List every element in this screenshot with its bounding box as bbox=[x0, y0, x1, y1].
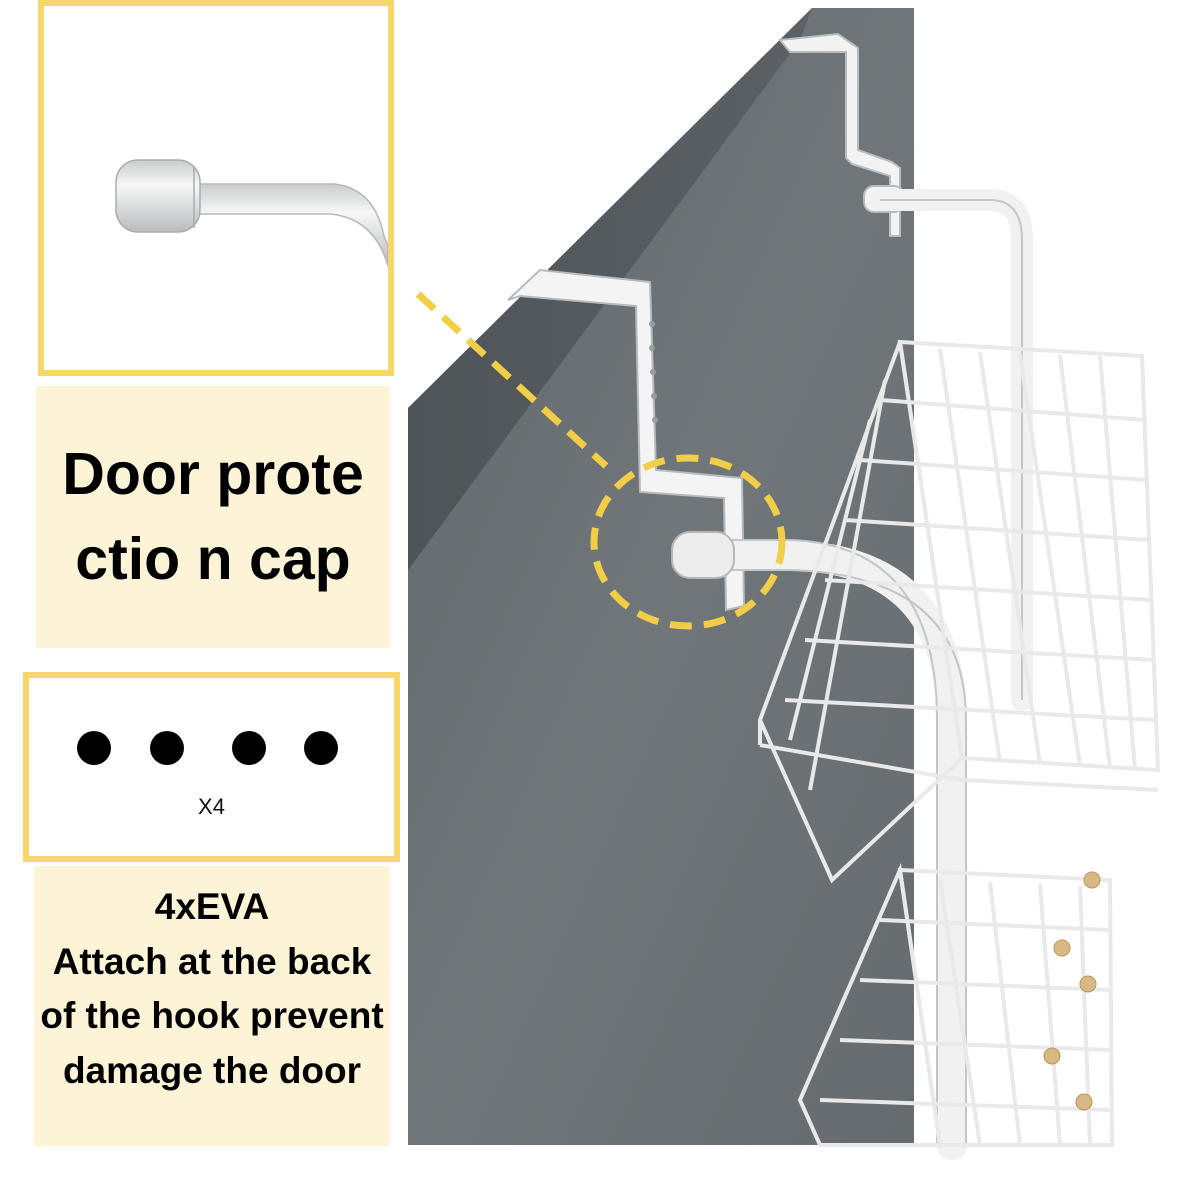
hook-knobs bbox=[1043, 871, 1101, 1111]
cap-closeup-image bbox=[115, 159, 388, 267]
lower-basket bbox=[797, 862, 1115, 1147]
eva-description-panel: 4xEVA Attach at the back of the hook pre… bbox=[34, 866, 390, 1146]
cap-title: Door protectio n cap bbox=[62, 441, 364, 592]
front-hook bbox=[507, 268, 746, 612]
wire-baskets bbox=[757, 339, 1161, 1147]
door bbox=[408, 8, 914, 1145]
eva-pads-panel: X4 bbox=[23, 672, 400, 862]
black-dot-icon bbox=[232, 731, 266, 765]
eva-body: Attach at the back of the hook prevent d… bbox=[40, 940, 384, 1091]
black-dot-icon bbox=[150, 731, 184, 765]
black-dot-icon bbox=[304, 731, 338, 765]
eva-quantity: X4 bbox=[198, 794, 225, 819]
cap-end bbox=[115, 159, 201, 233]
cap-label-panel: Door protectio n cap bbox=[36, 386, 390, 648]
black-dot-icon bbox=[77, 731, 111, 765]
eva-heading: 4xEVA bbox=[154, 886, 270, 927]
protection-cap bbox=[671, 531, 735, 579]
callout-marker bbox=[415, 291, 786, 630]
upper-basket bbox=[757, 339, 1161, 884]
eva-description: 4xEVA Attach at the back of the hook pre… bbox=[34, 880, 390, 1098]
cap-closeup-panel bbox=[38, 0, 394, 376]
